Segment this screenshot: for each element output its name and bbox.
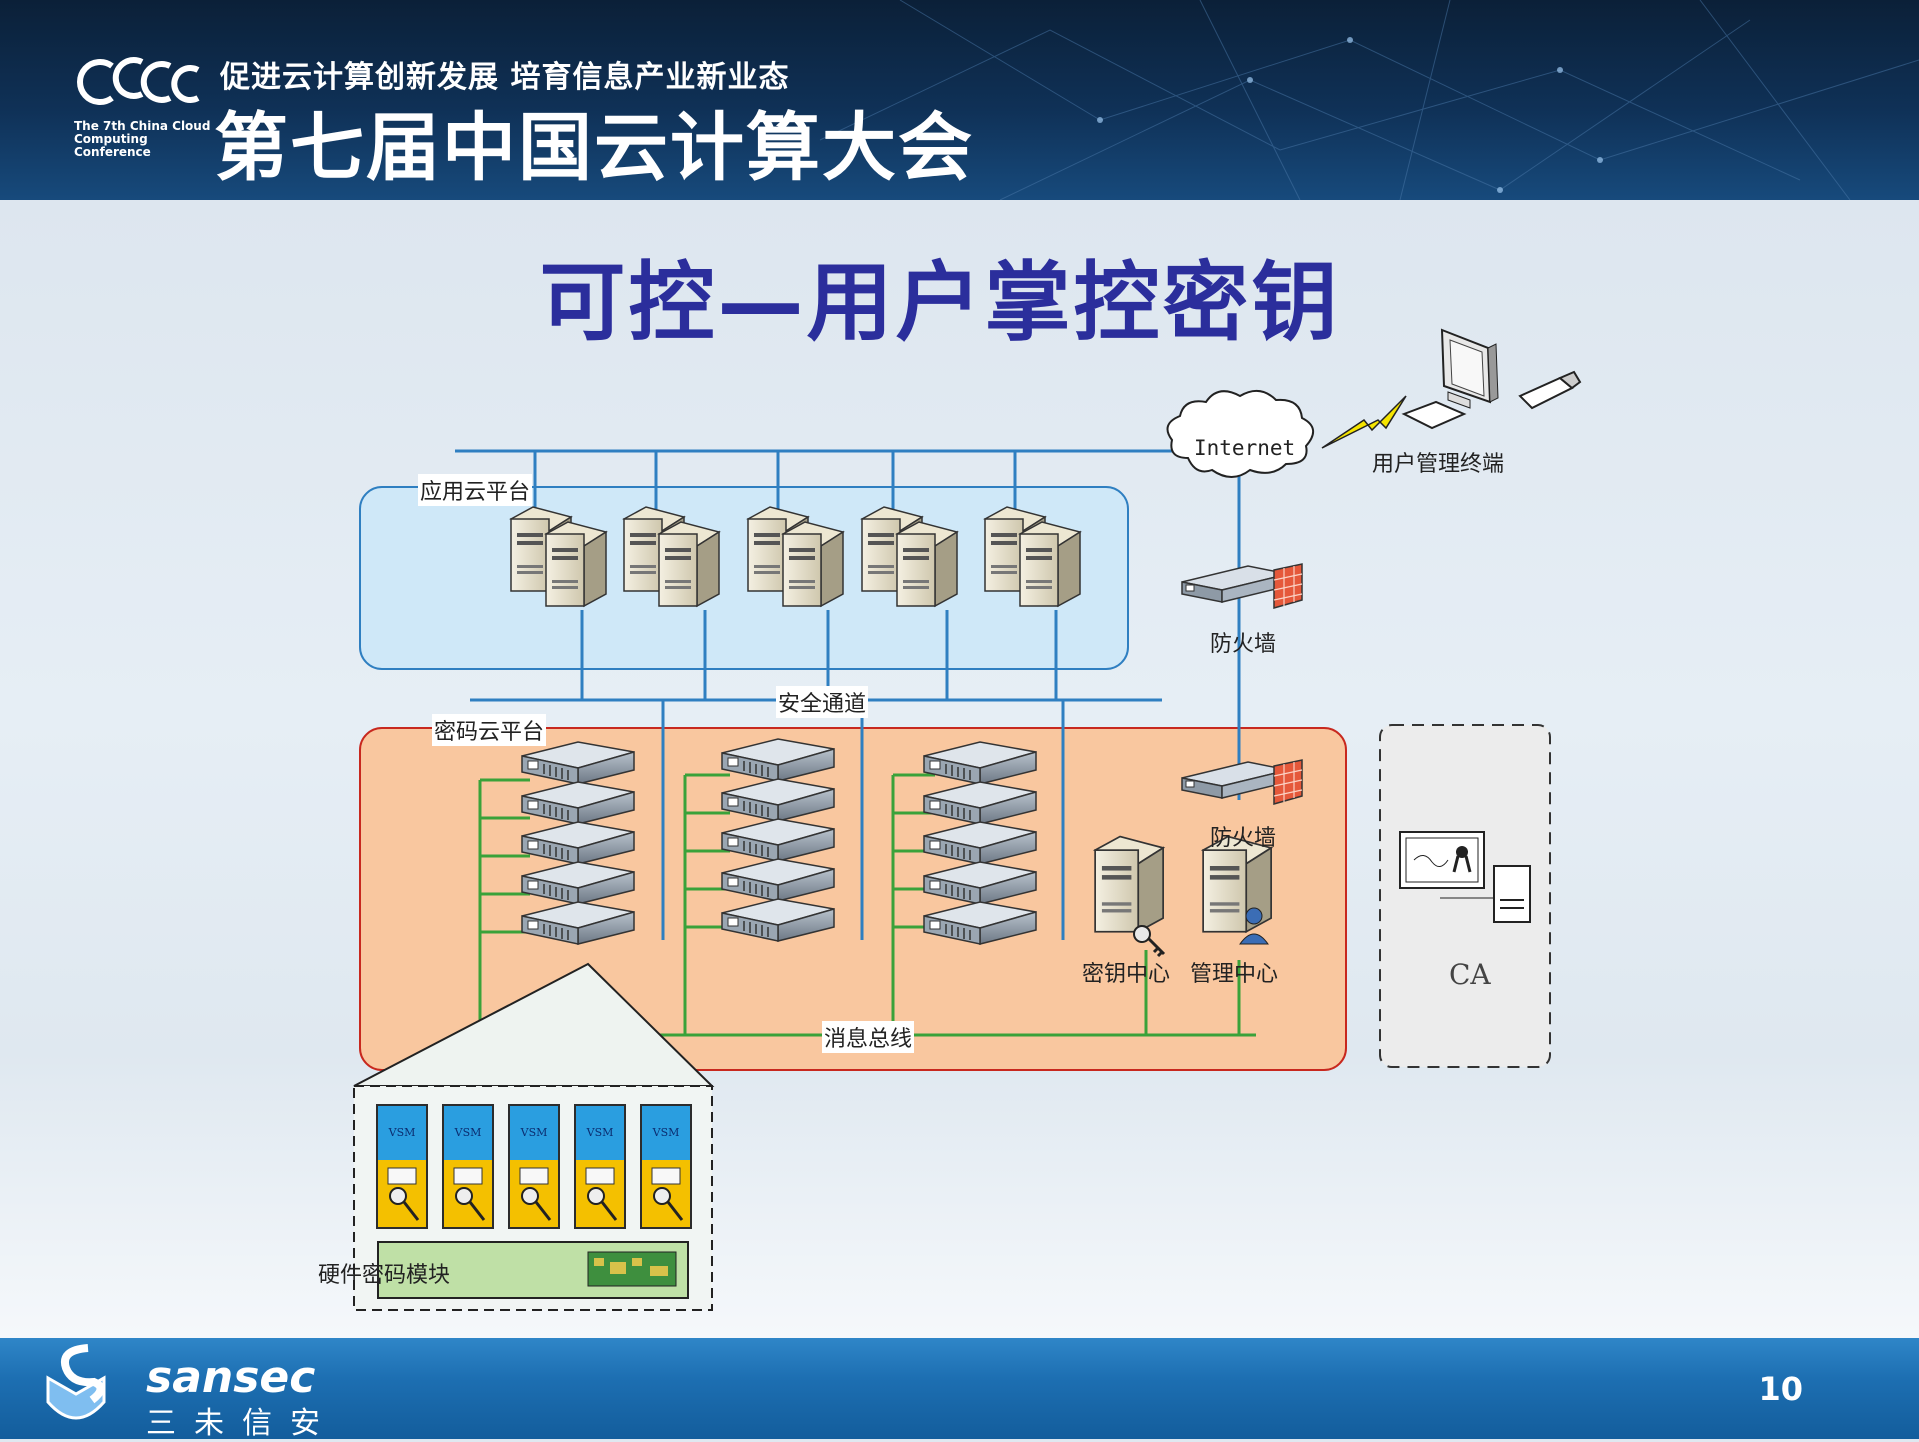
lightning-link-icon <box>1321 395 1407 449</box>
message-bus-label: 消息总线 <box>822 1021 915 1053</box>
firewall-top-icon <box>1181 563 1303 609</box>
header-banner: 促进云计算创新发展 培育信息产业新业态 第七届中国云计算大会 The 7th C… <box>0 0 1919 200</box>
vsm-module: VSM <box>640 1104 692 1229</box>
usb-key-icon <box>1518 370 1582 410</box>
vsm-label: VSM <box>444 1106 492 1160</box>
management-center-server <box>1202 835 1272 945</box>
cccc-logo <box>77 57 200 105</box>
firewall-top-label: 防火墙 <box>1210 632 1277 657</box>
firewall-bottom-label: 防火墙 <box>1210 826 1277 851</box>
user-icon <box>1239 907 1269 945</box>
vsm-module: VSM <box>376 1104 428 1229</box>
user-terminal-label: 用户管理终端 <box>1372 452 1505 477</box>
brand-name-cn: 三未信安 <box>146 1406 338 1441</box>
header-network-lines <box>819 0 1919 200</box>
vsm-module: VSM <box>442 1104 494 1229</box>
footer-banner <box>0 1338 1919 1439</box>
user-terminal-icon <box>1401 328 1582 430</box>
secure-channel-label: 安全通道 <box>776 686 869 718</box>
ca-region <box>1379 724 1551 1068</box>
crypto-server-stack-1 <box>521 741 635 945</box>
slide-title: 可控—用户掌控密钥 <box>539 253 1341 353</box>
hsm-label: 硬件密码模块 <box>318 1263 451 1288</box>
internet-label: Internet <box>1194 436 1296 460</box>
vsm-module: VSM <box>508 1104 560 1229</box>
crypto-server-stack-2 <box>721 738 835 942</box>
vsm-label: VSM <box>642 1106 690 1160</box>
internet-cloud-icon <box>1166 389 1314 478</box>
sansec-logo-icon <box>46 1344 106 1420</box>
app-cloud-label: 应用云平台 <box>418 474 533 506</box>
vsm-label: VSM <box>378 1106 426 1160</box>
vsm-label: VSM <box>510 1106 558 1160</box>
crypto-cloud-label: 密码云平台 <box>432 714 547 746</box>
mgmt-center-label: 管理中心 <box>1190 962 1279 987</box>
vsm-label: VSM <box>576 1106 624 1160</box>
conference-title: 第七届中国云计算大会 <box>214 105 974 191</box>
vsm-module: VSM <box>574 1104 626 1229</box>
ca-certificate-icon <box>1399 831 1531 923</box>
conference-english-name: The 7th China Cloud Computing Conference <box>74 119 211 159</box>
network-lines <box>455 449 1241 940</box>
header-tagline: 促进云计算创新发展 培育信息产业新业态 <box>220 60 790 95</box>
key-center-label: 密钥中心 <box>1082 962 1171 987</box>
ca-label: CA <box>1449 958 1491 991</box>
crypto-server-stack-3 <box>923 741 1037 945</box>
page-number: 10 <box>1758 1370 1803 1408</box>
brand-name: sansec <box>146 1352 316 1403</box>
